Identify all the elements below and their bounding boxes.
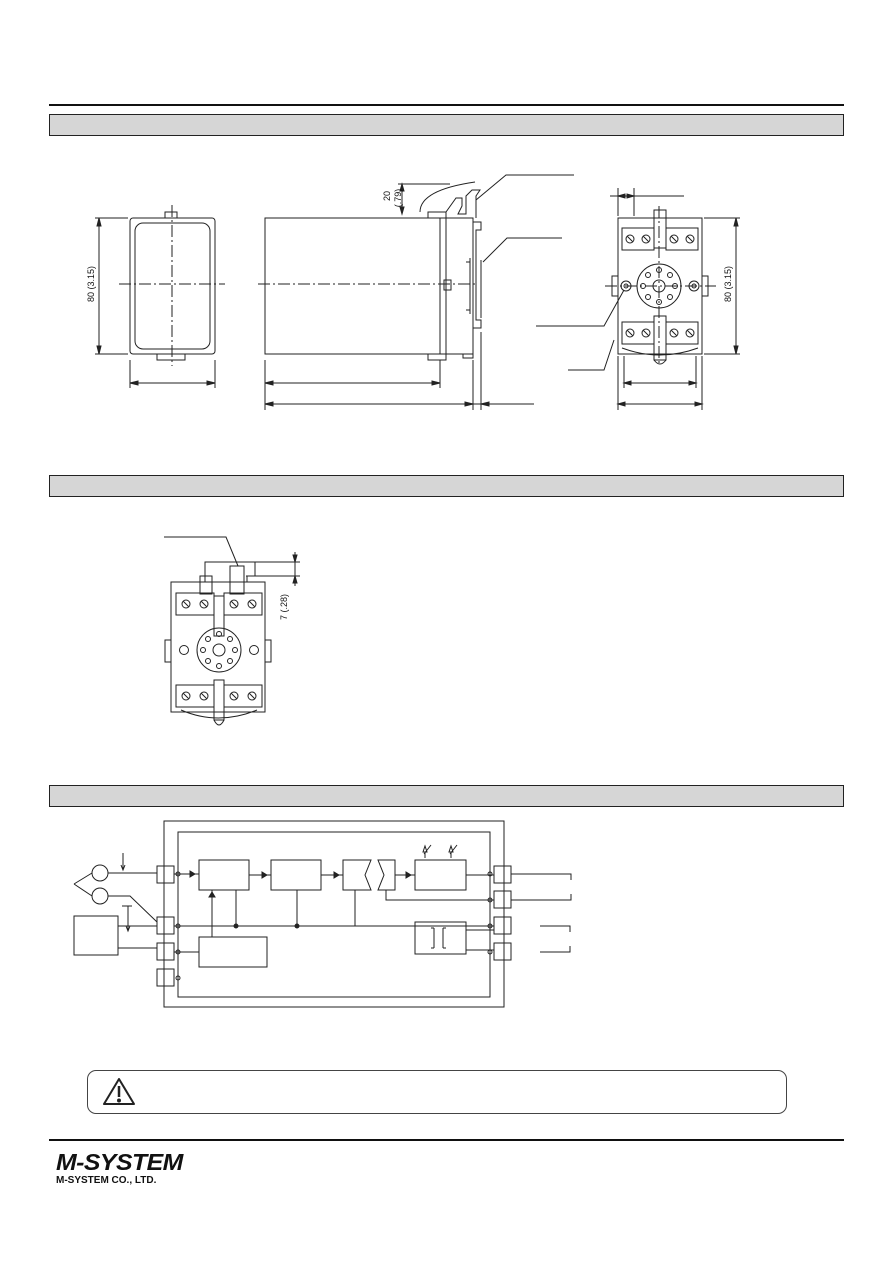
section-header-dimensions (49, 114, 844, 136)
block-diagram (73, 820, 572, 1008)
section-header-mounting (49, 475, 844, 497)
company-name: M-SYSTEM CO., LTD. (56, 1175, 157, 1186)
side-view (258, 174, 574, 410)
front-view (95, 205, 225, 388)
warning-note-box (87, 1070, 787, 1114)
dimension-socket-height-label: 80 (3.15) (723, 265, 733, 303)
dimension-clearance-value: 20 (382, 191, 392, 202)
footer-rule (49, 1139, 844, 1141)
dimension-mount-offset-label: 7 (.28) (279, 594, 289, 621)
socket-view (536, 188, 740, 410)
section-header-schematic (49, 785, 844, 807)
mounting-view (164, 536, 300, 726)
top-rule (49, 104, 844, 106)
company-logo: M-SYSTEM M-SYSTEM CO., LTD. (56, 1150, 183, 1187)
dimension-height-label: 80 (3.15) (86, 265, 96, 303)
logo-wordmark: M-SYSTEM (56, 1149, 183, 1175)
dimension-clearance-inch: (.79) (393, 188, 403, 208)
warning-triangle-icon (103, 1078, 135, 1105)
